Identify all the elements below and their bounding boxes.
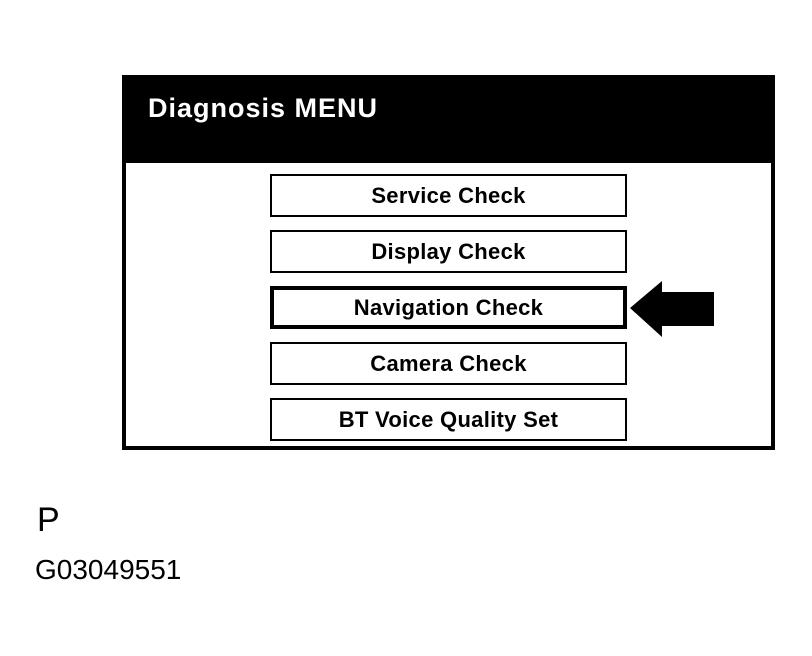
menu-button-label: Camera Check	[370, 350, 527, 376]
screen-title: Diagnosis MENU	[148, 93, 379, 123]
arrow-left-icon	[630, 281, 714, 337]
diagnosis-menu-screen: Diagnosis MENU Service Check Display Che…	[122, 75, 775, 450]
menu-button-camera-check[interactable]: Camera Check	[270, 342, 627, 385]
menu-button-label: Navigation Check	[353, 294, 544, 320]
menu-button-label: Service Check	[371, 182, 526, 208]
page-label: P	[37, 501, 60, 539]
menu-button-bt-voice-quality-set[interactable]: BT Voice Quality Set	[270, 398, 627, 441]
menu-button-service-check[interactable]: Service Check	[270, 174, 627, 217]
menu-button-label: Display Check	[371, 238, 526, 264]
menu-button-display-check[interactable]: Display Check	[270, 230, 627, 273]
screen-header: Diagnosis MENU	[126, 79, 771, 163]
menu-button-label: BT Voice Quality Set	[338, 406, 559, 432]
menu-button-navigation-check[interactable]: Navigation Check	[270, 286, 627, 329]
menu-button-list: Service Check Display Check Navigation C…	[126, 163, 771, 454]
figure-code: G03049551	[35, 554, 182, 585]
